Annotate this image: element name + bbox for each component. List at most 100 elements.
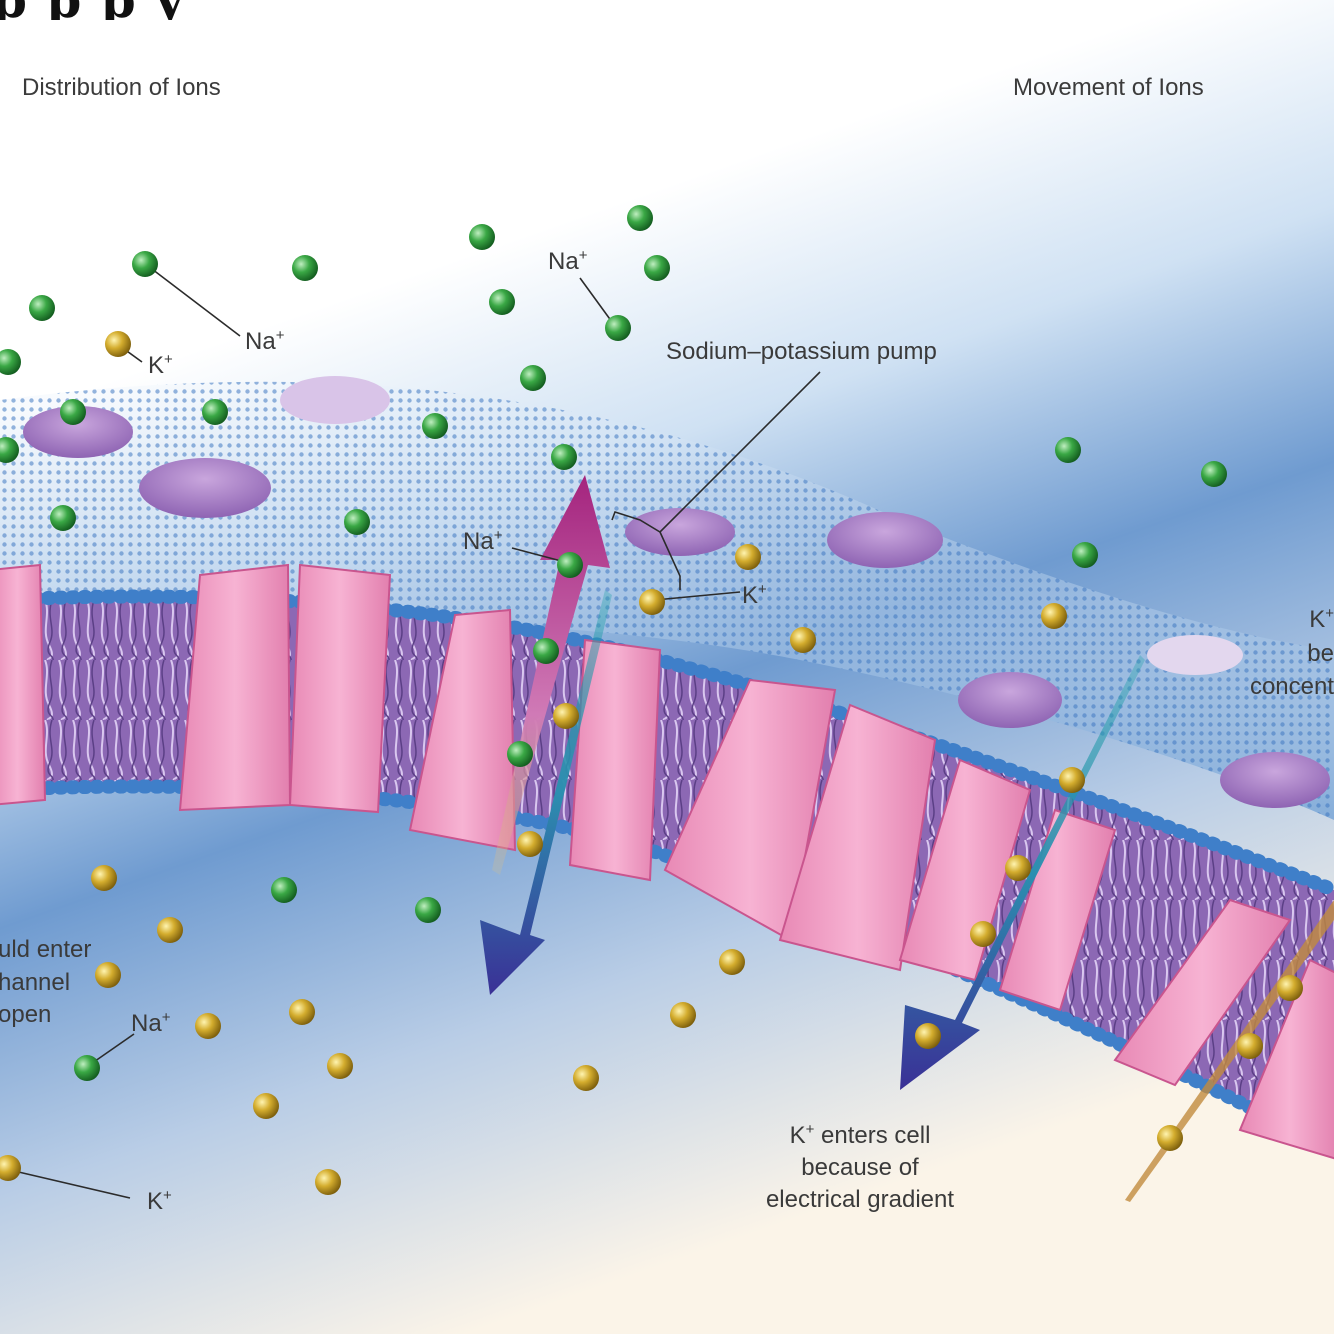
clipped-title-text: p p p y (0, 0, 185, 20)
protein-channel (408, 608, 517, 852)
potassium-ion (553, 703, 579, 729)
surface-protein (827, 512, 943, 568)
label-k-bottom-left: K+ (147, 1187, 172, 1215)
potassium-out-channel (1125, 900, 1334, 1202)
label-k-right-2: be (1307, 640, 1334, 667)
protein-channel (778, 703, 937, 972)
label-pump: Sodium–potassium pump (666, 338, 937, 365)
potassium-ion (670, 1002, 696, 1028)
protein-channel (1238, 958, 1334, 1160)
surface-protein (280, 376, 390, 424)
potassium-ion (1041, 603, 1067, 629)
surface-protein (625, 508, 735, 556)
label-na-pump: Na+ (463, 527, 503, 555)
label-lower-left-1: uld enter (0, 936, 92, 963)
sodium-ion (551, 444, 577, 470)
label-k-enters-3: electrical gradient (765, 1186, 955, 1213)
sodium-ion (415, 897, 441, 923)
label-k-upper-left: K+ (148, 351, 173, 379)
label-na-upper-left: Na+ (245, 327, 285, 355)
potassium-ion (253, 1093, 279, 1119)
heading-distribution: Distribution of Ions (22, 74, 221, 101)
sodium-ion (271, 877, 297, 903)
sodium-ion (29, 295, 55, 321)
potassium-ion (195, 1013, 221, 1039)
label-lower-left-3: open (0, 1001, 52, 1028)
label-na-lower-left: Na+ (131, 1009, 171, 1037)
sodium-ion (644, 255, 670, 281)
surface-protein (139, 458, 271, 518)
potassium-ion (105, 331, 131, 357)
potassium-ion (719, 949, 745, 975)
potassium-in-arrow (480, 590, 612, 995)
sodium-ion (489, 289, 515, 315)
label-k-pump: K+ (742, 581, 767, 609)
membrane-proteins (0, 563, 1334, 1160)
potassium-ion (0, 1155, 21, 1181)
surface-protein (1220, 752, 1330, 808)
sodium-ion (469, 224, 495, 250)
surface-protein (958, 672, 1062, 728)
sodium-ion (202, 399, 228, 425)
label-k-enters-2: because of (801, 1154, 919, 1181)
sodium-ion (605, 315, 631, 341)
label-lower-left-2: hannel (0, 969, 71, 996)
potassium-ion (95, 962, 121, 988)
sodium-out-arrow (492, 475, 610, 875)
potassium-ion (1005, 855, 1031, 881)
potassium-ion (970, 921, 996, 947)
potassium-ion (517, 831, 543, 857)
surface-protein (23, 406, 133, 458)
sodium-ion (0, 349, 21, 375)
heading-movement: Movement of Ions (1013, 74, 1204, 101)
sodium-ion (292, 255, 318, 281)
potassium-ion (1237, 1033, 1263, 1059)
membrane-surface-dots (0, 381, 1334, 820)
potassium-ion (1059, 767, 1085, 793)
protein-channel (898, 758, 1032, 982)
sodium-ion (557, 552, 583, 578)
potassium-ion (735, 544, 761, 570)
label-k-enters: K+ enters cell (789, 1121, 931, 1149)
potassium-ion (573, 1065, 599, 1091)
potassium-ion (157, 917, 183, 943)
protein-channel (568, 638, 662, 882)
clipped-title: p p p y (0, 0, 1334, 20)
sodium-ion (533, 638, 559, 664)
protein-channel (0, 563, 47, 806)
sodium-ion (60, 399, 86, 425)
potassium-ion (915, 1023, 941, 1049)
sodium-ion (627, 205, 653, 231)
protein-channel (288, 563, 392, 814)
potassium-ion (790, 627, 816, 653)
potassium-ion (1277, 975, 1303, 1001)
protein-channel (998, 808, 1117, 1012)
sodium-ion (344, 509, 370, 535)
sodium-ion (74, 1055, 100, 1081)
potassium-ion (91, 865, 117, 891)
surface-proteins (23, 376, 1330, 808)
label-k-right-3: concent (1249, 673, 1334, 700)
sodium-ion (507, 741, 533, 767)
sodium-ion (422, 413, 448, 439)
sodium-ion (50, 505, 76, 531)
sodium-ions (0, 205, 1227, 1081)
label-na-top: Na+ (548, 247, 588, 275)
sodium-ion (520, 365, 546, 391)
potassium-ion (639, 589, 665, 615)
potassium-ion (289, 999, 315, 1025)
label-k-right: K+ (1309, 605, 1334, 633)
potassium-ion (327, 1053, 353, 1079)
potassium-ion (1157, 1125, 1183, 1151)
sodium-ion (1072, 542, 1098, 568)
sodium-ion (1055, 437, 1081, 463)
sodium-ion (0, 437, 19, 463)
protein-channel (1113, 898, 1292, 1087)
leader-lines (9, 265, 821, 1199)
sodium-ion (1201, 461, 1227, 487)
surface-protein (1147, 635, 1243, 675)
potassium-ions (0, 331, 1303, 1195)
potassium-ion (315, 1169, 341, 1195)
sodium-ion (132, 251, 158, 277)
